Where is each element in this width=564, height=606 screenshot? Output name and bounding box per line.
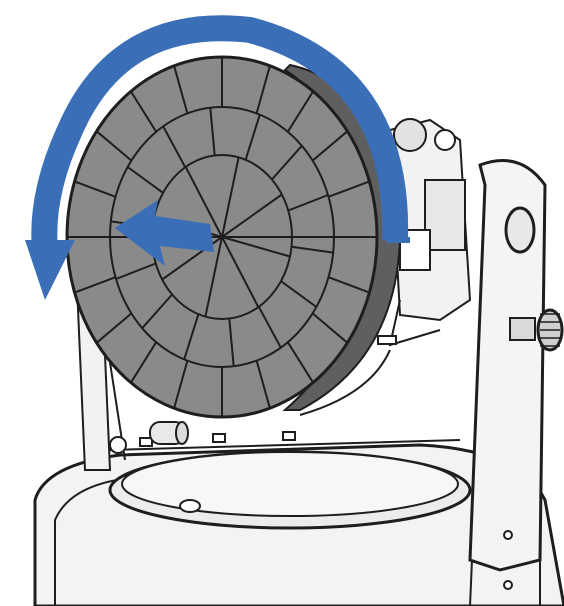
wheel-segment-line xyxy=(311,130,349,162)
right-support xyxy=(468,159,547,606)
wheel-segment-line xyxy=(74,180,116,198)
wheel-segment-line xyxy=(115,262,157,280)
wheel-segment-line xyxy=(209,107,216,156)
wheel-segment-line xyxy=(95,312,133,344)
direction-arrow-icon xyxy=(115,200,214,266)
wheel-segment-line xyxy=(173,65,189,114)
wheel-segment-line xyxy=(291,245,334,254)
wheel-segment-line xyxy=(255,65,271,114)
wheel-segment-line xyxy=(95,130,133,162)
wheel-segment-line xyxy=(221,236,291,258)
wheel-segment-line xyxy=(257,306,282,349)
wheel-segment-line xyxy=(328,276,370,294)
wheel-segment-line xyxy=(221,236,260,308)
wheel-segment-line xyxy=(228,318,235,367)
wheel-segment-lines xyxy=(67,57,377,417)
drive-mechanism xyxy=(377,118,472,347)
wheel-segment-line xyxy=(74,276,116,294)
rotation-arrow-icon xyxy=(25,15,410,300)
wheel-segment-line xyxy=(173,360,189,409)
wheel-segment-line xyxy=(162,125,187,168)
tray xyxy=(108,450,472,530)
sample-wheel[interactable] xyxy=(65,55,379,419)
wheel-segment-line xyxy=(221,193,283,238)
wheel-segment-line xyxy=(204,236,223,317)
wheel-segment-line xyxy=(184,166,223,238)
wheel-segment-line xyxy=(244,114,261,161)
knob-icon[interactable] xyxy=(509,308,564,352)
wheel-segment-line xyxy=(130,341,158,384)
wheel-segment-line xyxy=(127,166,164,194)
wheel-segment-line xyxy=(255,360,271,409)
wheel-segment-line xyxy=(130,90,158,133)
wheel-segment-line xyxy=(183,313,200,360)
wheel-segment-line xyxy=(311,312,349,344)
wheel-segment-line xyxy=(286,90,314,133)
wheel-segment-line xyxy=(141,293,173,329)
wheel-segment-line xyxy=(280,280,317,308)
wheel-segment-line xyxy=(328,180,370,198)
wheel-segment-line xyxy=(271,145,303,181)
wheel-segment-line xyxy=(286,341,314,384)
wheel-segment-line xyxy=(287,194,329,212)
wheel-segment-line xyxy=(221,157,240,238)
